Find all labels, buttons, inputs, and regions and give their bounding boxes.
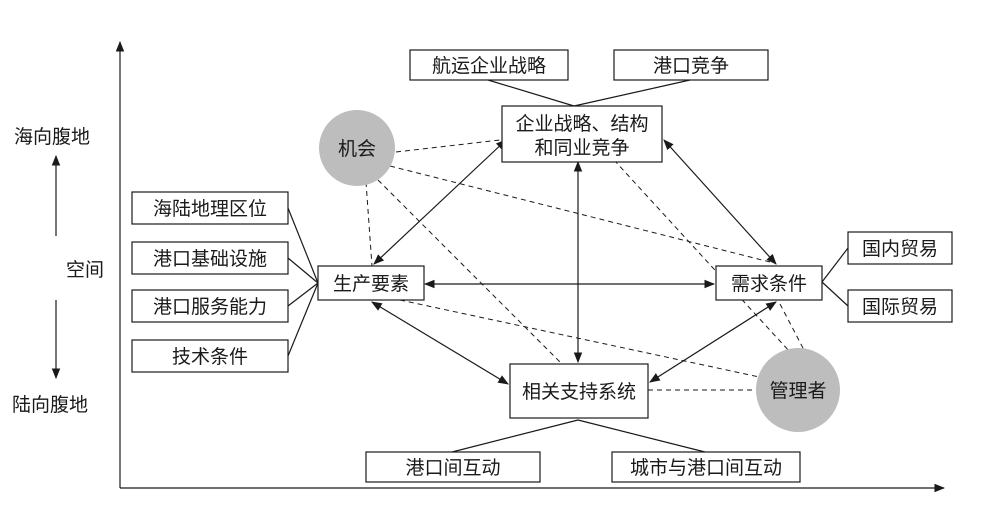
node-port-infrastructure: 港口基础设施 (131, 241, 289, 275)
connector-shipping-strategy (487, 79, 575, 107)
node-opportunity: 机会 (319, 110, 395, 186)
connector-tech (287, 282, 319, 357)
connector-service (287, 282, 319, 307)
svg-text:航运企业战略: 航运企业战略 (432, 55, 546, 77)
connector-geo (287, 207, 319, 284)
dash-opportunity-strategy (395, 139, 501, 153)
connector-domestic (821, 247, 849, 283)
svg-text:港口基础设施: 港口基础设施 (153, 248, 267, 270)
node-manager: 管理者 (756, 348, 840, 432)
arrow-strategy-factors (373, 139, 507, 265)
svg-text:港口竞争: 港口竞争 (653, 55, 729, 77)
node-inter-port: 港口间互动 (365, 451, 541, 483)
node-production-factors: 生产要素 (317, 265, 425, 301)
svg-text:港口间互动: 港口间互动 (405, 457, 500, 479)
svg-text:机会: 机会 (338, 138, 376, 160)
node-corporate-strategy: 企业战略、结构 和同业竞争 (501, 105, 663, 163)
node-port-service: 港口服务能力 (131, 289, 289, 323)
svg-text:和同业竞争: 和同业竞争 (534, 137, 629, 159)
connector-infra (287, 257, 319, 284)
node-domestic-trade: 国内贸易 (847, 231, 953, 265)
arrow-factors-support (371, 301, 509, 385)
connector-city-port (577, 419, 706, 453)
side-label-land-hinterland: 陆向腹地 (12, 394, 88, 416)
dash-opportunity-demand (389, 165, 771, 263)
svg-text:国际贸易: 国际贸易 (862, 296, 938, 318)
side-label-sea-hinterland: 海向腹地 (14, 126, 90, 148)
node-geo-location: 海陆地理区位 (131, 191, 289, 225)
node-demand-conditions: 需求条件 (715, 265, 823, 301)
connector-intl (821, 281, 849, 307)
dash-opportunity-factors (365, 181, 373, 267)
svg-text:国内贸易: 国内贸易 (862, 238, 938, 260)
arrow-demand-support (649, 301, 777, 383)
node-intl-trade: 国际贸易 (847, 289, 953, 323)
dash-strategy-manager (613, 159, 791, 353)
arrow-strategy-demand (663, 139, 777, 265)
node-city-port: 城市与港口间互动 (611, 451, 801, 483)
node-shipping-strategy: 航运企业战略 (409, 49, 569, 81)
svg-text:相关支持系统: 相关支持系统 (522, 381, 636, 403)
svg-text:管理者: 管理者 (769, 380, 826, 402)
dash-opportunity-support (377, 179, 561, 363)
svg-text:需求条件: 需求条件 (731, 273, 807, 295)
svg-text:生产要素: 生产要素 (333, 273, 409, 295)
svg-text:城市与港口间互动: 城市与港口间互动 (630, 457, 782, 479)
side-label-space: 空间 (66, 259, 104, 281)
node-port-competition: 港口竞争 (613, 49, 769, 81)
svg-text:技术条件: 技术条件 (172, 346, 248, 368)
connector-port-competition (573, 79, 691, 107)
connector-inter-port (451, 419, 579, 453)
svg-text:海陆地理区位: 海陆地理区位 (153, 198, 267, 220)
svg-text:港口服务能力: 港口服务能力 (153, 296, 267, 318)
dash-demand-manager (779, 303, 805, 351)
node-tech-conditions: 技术条件 (131, 339, 289, 373)
node-support-system: 相关支持系统 (509, 363, 649, 419)
svg-text:企业战略、结构: 企业战略、结构 (515, 113, 648, 135)
